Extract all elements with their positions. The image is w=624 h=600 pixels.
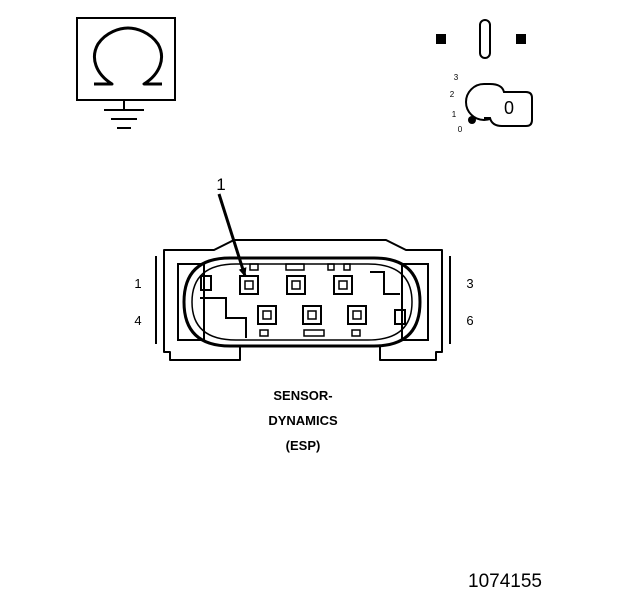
position-label: 3 [454,73,459,82]
connector-face [182,256,422,348]
pin-label-3: 3 [466,276,473,291]
pin-5 [302,305,322,325]
pin-label-4: 4 [134,313,141,328]
pin-2 [286,275,306,295]
key-label: 0 [504,98,514,118]
pin-cavities [239,275,367,325]
pin-1 [239,275,259,295]
connector-name-line-3: (ESP) [286,438,321,453]
indicator-square-left [436,34,446,44]
callout-label: 1 [216,175,225,194]
pin-6 [347,305,367,325]
position-label: 2 [450,90,455,99]
position-label: 1 [452,110,457,119]
pin-label-1: 1 [134,276,141,291]
connector-housing [155,239,451,361]
indicator-square-right [516,34,526,44]
callout-arrow [217,193,247,277]
connector-name-line-2: DYNAMICS [268,413,338,428]
pin-3 [333,275,353,295]
ohm-ground-icon [76,17,176,129]
connector-name-line-1: SENSOR- [273,388,332,403]
figure-number: 1074155 [468,571,542,592]
ignition-switch: 0 3 2 1 0 [436,19,533,134]
position-pointer-icon [468,116,476,124]
pin-label-6: 6 [466,313,473,328]
ignition-key-icon [484,83,533,127]
pin-4 [257,305,277,325]
key-slot-icon [479,19,491,59]
position-label: 0 [458,125,463,134]
